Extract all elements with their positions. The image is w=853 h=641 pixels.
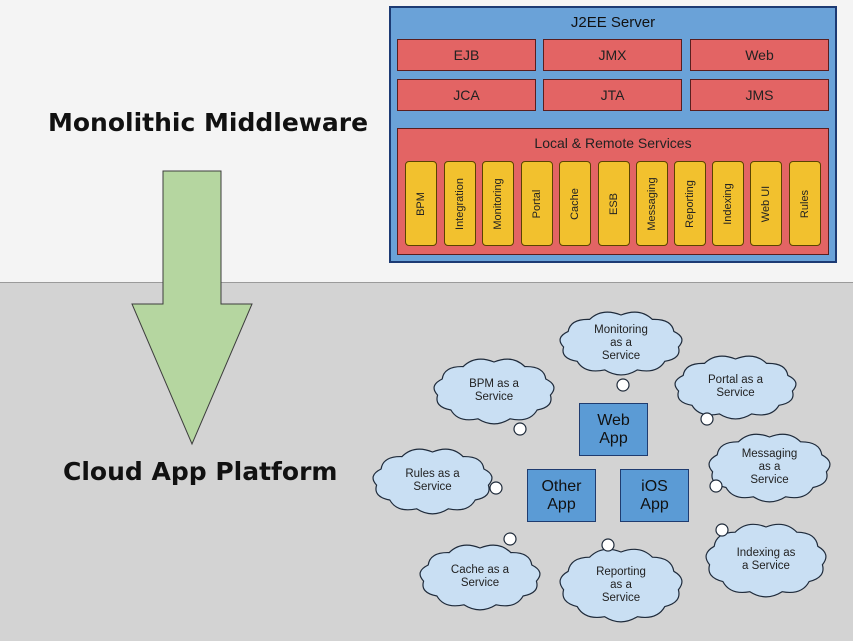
- cloud-app-platform-label: Cloud App Platform: [63, 457, 338, 486]
- cloud-shape: [559, 311, 683, 392]
- cloud-bpm-service: BPM as a Service: [431, 356, 557, 436]
- cloud-shape: [708, 433, 831, 503]
- service-label: BPM: [415, 191, 427, 216]
- cloud-label: Indexing as a Service: [736, 547, 796, 572]
- cloud-shape: [433, 358, 555, 436]
- service-esb: ESB: [598, 161, 630, 246]
- web-app-label: Web App: [597, 411, 630, 447]
- component-jca: JCA: [397, 79, 536, 111]
- ios-app-label: iOS App: [640, 477, 669, 513]
- service-label: Cache: [569, 187, 581, 220]
- cloud-label: Messaging as a Service: [741, 448, 798, 486]
- component-jms: JMS: [690, 79, 829, 111]
- service-label: Indexing: [722, 182, 734, 225]
- cloud-shape: [705, 523, 827, 598]
- local-remote-services-box: Local & Remote Services BPM Integration …: [397, 128, 829, 255]
- cloud-label: Portal as a Service: [708, 374, 763, 399]
- cloud-label: Rules as a Service: [405, 468, 460, 493]
- cloud-monitoring-service: Monitoring as a Service: [557, 309, 685, 392]
- service-indexing: Indexing: [712, 161, 744, 246]
- component-jta: JTA: [543, 79, 682, 111]
- service-label: Reporting: [684, 179, 696, 228]
- service-reporting: Reporting: [674, 161, 706, 246]
- service-label: Messaging: [646, 176, 658, 231]
- service-label: ESB: [608, 192, 620, 215]
- j2ee-server-title: J2EE Server: [570, 14, 656, 31]
- service-monitoring: Monitoring: [482, 161, 514, 246]
- component-jmx: JMX: [543, 39, 682, 71]
- service-cache: Cache: [559, 161, 591, 246]
- service-label: Rules: [799, 189, 811, 218]
- service-label: Portal: [531, 189, 543, 218]
- cloud-label: BPM as a Service: [469, 378, 519, 403]
- monolithic-middleware-label: Monolithic Middleware: [48, 108, 369, 137]
- cloud-label: Monitoring as a Service: [594, 323, 648, 362]
- service-portal: Portal: [521, 161, 553, 246]
- service-web-ui: Web UI: [750, 161, 782, 246]
- ios-app-box: iOS App: [620, 469, 689, 522]
- component-web: Web: [690, 39, 829, 71]
- cloud-indexing-service: Indexing as a Service: [703, 521, 829, 599]
- component-ejb: EJB: [397, 39, 536, 71]
- cloud-label: Cache as a Service: [450, 564, 510, 589]
- cloud-shape: [419, 532, 541, 611]
- cloud-messaging-service: Messaging as a Service: [706, 431, 833, 504]
- j2ee-server-box: J2EE Server EJB JMX Web JCA JTA JMS Loca…: [389, 6, 837, 263]
- cloud-shape: [674, 355, 797, 426]
- service-label: Integration: [454, 177, 466, 230]
- cloud-shape: [559, 538, 683, 623]
- other-app-label: Other App: [541, 477, 582, 513]
- service-messaging: Messaging: [636, 161, 668, 246]
- services-title: Local & Remote Services: [534, 135, 692, 151]
- web-app-box: Web App: [579, 403, 648, 456]
- service-bpm: BPM: [405, 161, 437, 246]
- cloud-shape: [372, 448, 503, 515]
- cloud-reporting-service: Reporting as a Service: [557, 538, 685, 624]
- cloud-label: Reporting as a Service: [596, 565, 646, 604]
- service-integration: Integration: [444, 161, 476, 246]
- down-arrow-icon: [131, 170, 253, 446]
- service-label: Monitoring: [492, 177, 504, 230]
- other-app-box: Other App: [527, 469, 596, 522]
- service-rules: Rules: [789, 161, 821, 246]
- cloud-portal-service: Portal as a Service: [672, 353, 799, 426]
- cloud-rules-service: Rules as a Service: [370, 446, 503, 516]
- cloud-cache-service: Cache as a Service: [417, 532, 543, 612]
- service-label: Web UI: [760, 185, 772, 222]
